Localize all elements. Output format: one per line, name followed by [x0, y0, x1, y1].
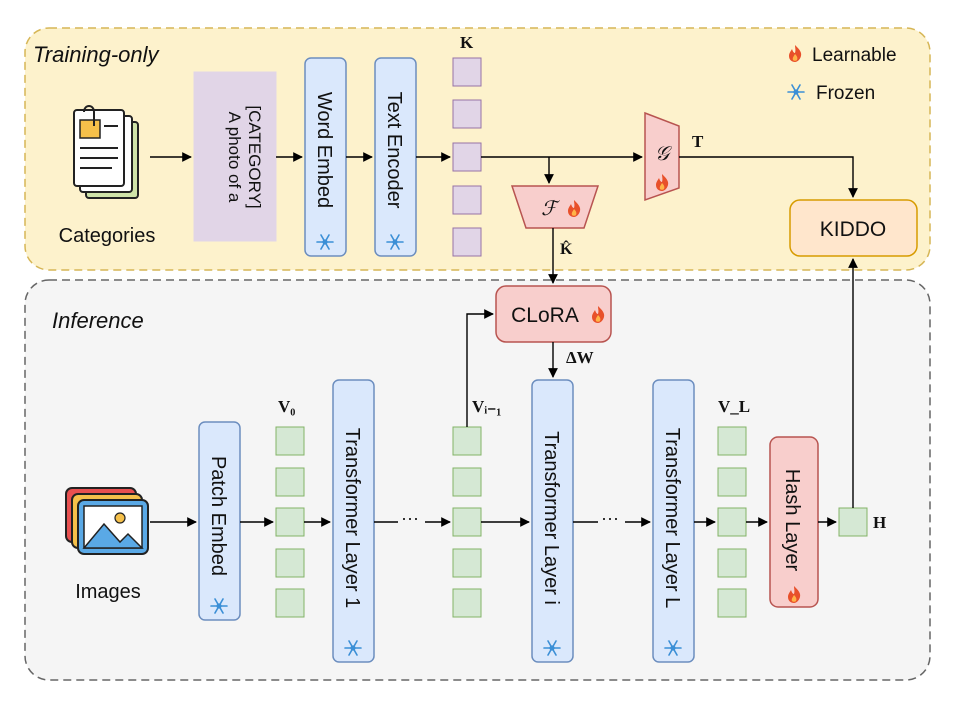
vi1-token	[452, 507, 482, 537]
transformer-layer-L-block	[652, 379, 695, 663]
ellipsis-1: ···	[401, 508, 419, 528]
v0-token	[275, 426, 305, 456]
images-label: Images	[75, 581, 141, 603]
v0-token	[275, 588, 305, 618]
vi1-token	[452, 426, 482, 456]
images-icon	[65, 487, 149, 555]
vL-token	[717, 507, 747, 537]
prompt-text-line2: [CATEGORY]	[245, 105, 264, 208]
vi1-token	[452, 548, 482, 578]
VL-label: V_L	[718, 397, 750, 416]
v0-token	[275, 507, 305, 537]
K-label: K	[460, 33, 474, 52]
legend-learnable-label: Learnable	[812, 45, 897, 66]
document-icon	[73, 105, 139, 199]
h-token	[838, 507, 868, 537]
patch-embed-block	[198, 421, 241, 621]
k-token	[452, 185, 482, 215]
delta-W-label: ΔW	[566, 348, 594, 367]
connections	[150, 152, 858, 527]
Vi-1-label: Vᵢ₋₁	[472, 397, 501, 416]
hash-layer-label: Hash Layer	[781, 469, 803, 572]
transformer-layer-1-label: Transformer Layer 1	[341, 428, 363, 608]
g-module-label: 𝒢	[655, 143, 673, 165]
transformer-layer-i-label: Transformer Layer i	[540, 431, 562, 605]
vL-token	[717, 467, 747, 497]
V0-label: V₀	[278, 397, 295, 416]
legend-frozen-label: Frozen	[816, 83, 875, 104]
patch-embed-label: Patch Embed	[207, 456, 229, 576]
vL-token	[717, 548, 747, 578]
T-label: T	[692, 132, 704, 151]
vi1-token	[452, 467, 482, 497]
k-token	[452, 99, 482, 129]
g-module	[644, 111, 680, 202]
ellipsis-2: ···	[601, 508, 619, 528]
inference-region-title: Inference	[52, 308, 144, 333]
training-region-title: Training-only	[33, 42, 161, 67]
categories-label: Categories	[59, 225, 156, 247]
v0-token	[275, 548, 305, 578]
f-module-label: ℱ	[541, 198, 560, 220]
k-token	[452, 227, 482, 257]
transformer-layer-i-block	[531, 379, 574, 663]
k-token	[452, 142, 482, 172]
word-embed-label: Word Embed	[313, 92, 335, 208]
H-label: H	[873, 513, 886, 532]
vL-token	[717, 426, 747, 456]
transformer-layer-1-block	[332, 379, 375, 663]
f-module	[510, 185, 600, 229]
v0-token	[275, 467, 305, 497]
vi1-token	[452, 588, 482, 618]
kiddo-label: KIDDO	[820, 218, 887, 241]
kiddo-block	[789, 199, 918, 257]
clora-label: CLoRA	[511, 304, 579, 327]
K-hat-label: K̂	[560, 240, 573, 258]
vL-token	[717, 588, 747, 618]
transformer-layer-L-label: Transformer Layer L	[661, 428, 683, 608]
text-encoder-label: Text Encoder	[383, 92, 405, 209]
prompt-block	[193, 71, 277, 242]
prompt-text-line1: A photo of a	[225, 112, 244, 203]
k-token	[452, 57, 482, 87]
